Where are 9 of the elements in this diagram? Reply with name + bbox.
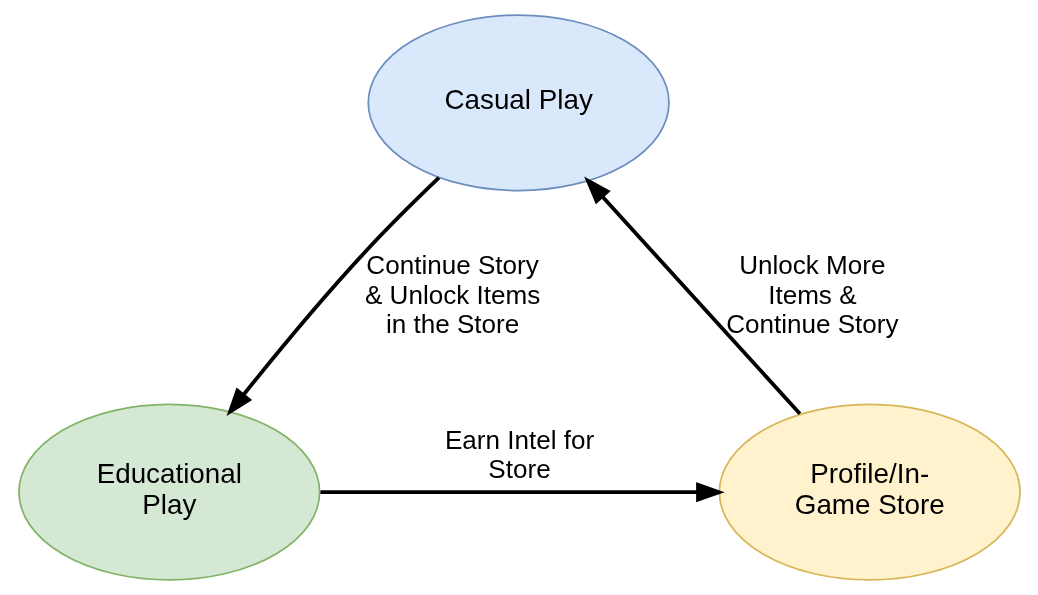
arrow: [226, 176, 440, 417]
edge-label: Earn Intel for Store: [444, 424, 594, 485]
arrow: [583, 176, 801, 415]
arrow: [319, 482, 725, 503]
edge-label: Continue Story & Unlock Items in the Store: [364, 250, 540, 340]
node-ellipse: Educational Play: [17, 403, 320, 581]
edge-label: Unlock More Items & Continue Story: [725, 250, 899, 340]
node-ellipse: Casual Play: [366, 14, 670, 192]
node-ellipse: Profile/In-Game Store: [718, 403, 1021, 581]
